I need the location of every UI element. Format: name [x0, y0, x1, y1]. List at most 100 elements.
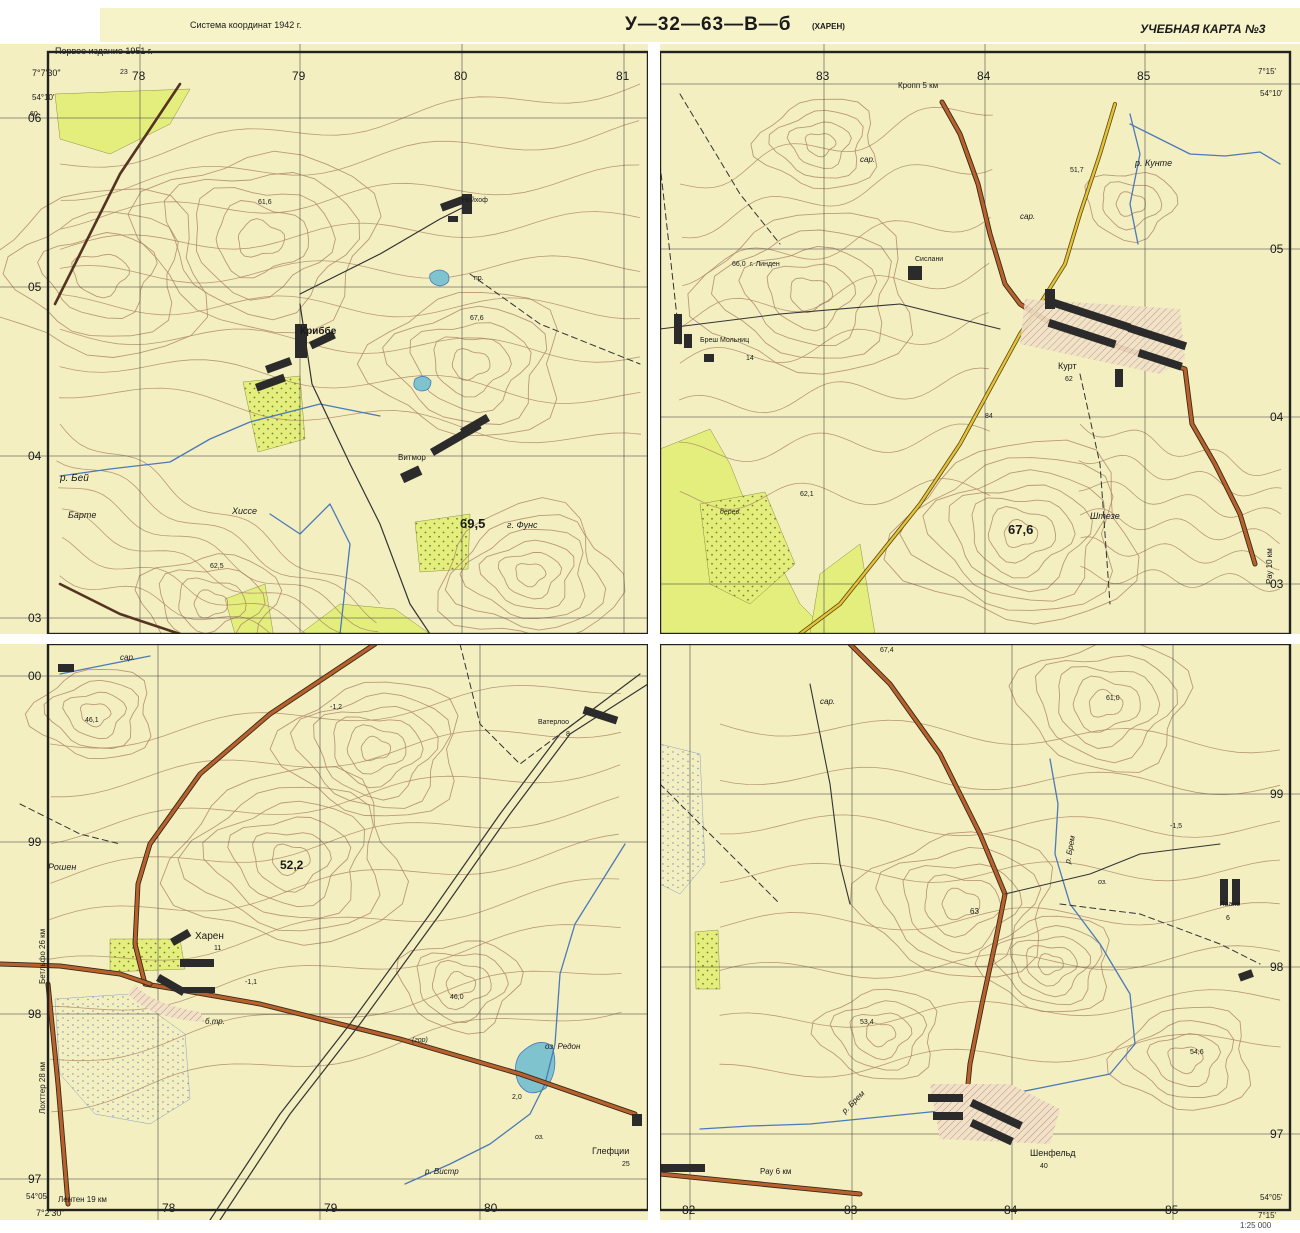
feature-label: сар.: [860, 155, 875, 164]
secondary-road: [798, 102, 1117, 634]
contour-line: [1037, 953, 1064, 976]
contour-line: [738, 245, 878, 347]
building-block: [1045, 289, 1055, 309]
contour-line: [49, 833, 619, 920]
grid-label-y: 03: [1270, 577, 1284, 591]
contour-line: [1079, 423, 1282, 477]
contour-line: [445, 970, 476, 997]
building-block: [170, 929, 192, 946]
feature-label: б.тр.: [205, 1017, 225, 1026]
contour-line: [49, 970, 622, 1062]
contour-line: [48, 924, 621, 1011]
feature-label: г. Линден: [750, 261, 780, 268]
settlement-kribbe: [254, 324, 336, 392]
contour-line: [829, 1000, 928, 1071]
building-block: [933, 1112, 963, 1120]
grid-label-y: 05: [28, 280, 42, 294]
contour-line: [71, 253, 130, 299]
forest-area: [109, 938, 186, 973]
map-frame: [46, 644, 648, 1212]
settlement-glefcii: [632, 1114, 642, 1126]
grid-label-y: 97: [1270, 1127, 1284, 1141]
dirt-road: [299, 303, 431, 634]
dirt-road: [1079, 373, 1111, 605]
grid-label-y: 03: [28, 611, 42, 625]
settlement-count: 25: [622, 1161, 630, 1168]
contour-line: [902, 863, 1023, 955]
contour-line: [687, 212, 914, 375]
contour-line: [51, 764, 621, 845]
contour-line: [1078, 454, 1282, 497]
contour-line: [48, 878, 620, 961]
contour-line: [1025, 945, 1078, 987]
building-block: [684, 334, 692, 348]
depth-mark: -1,2: [330, 704, 342, 711]
contour-line: [444, 514, 607, 631]
settlement-label: Витмор: [398, 453, 426, 462]
river-kunte: [1129, 123, 1281, 165]
elevation-label: 66,0: [732, 261, 746, 268]
building-block: [582, 706, 619, 725]
contour-line: [62, 536, 307, 634]
contour-line: [163, 172, 360, 321]
contour-line: [720, 859, 1280, 883]
contour-line: [1003, 518, 1039, 549]
contour-line: [974, 915, 1110, 1013]
stream: [269, 503, 351, 634]
settlement-label: Ватерлоо: [538, 719, 569, 726]
contour-line: [924, 874, 1002, 938]
grid-label-y: 97: [28, 1172, 42, 1186]
corner-latitude: 54°05': [26, 1192, 49, 1201]
contour-line: [1008, 644, 1194, 773]
contour-line: [1106, 1006, 1252, 1111]
contour-line: [193, 589, 229, 619]
settlement-label: Харен: [195, 931, 224, 942]
elevation-label: 67,6: [1008, 522, 1033, 537]
building-block: [399, 465, 423, 484]
corner-longitude: 7°15': [1258, 67, 1277, 76]
contour-line: [768, 109, 864, 179]
lake-label: оз. Редон: [545, 1042, 581, 1051]
building-block: [295, 324, 307, 358]
contour-line: [269, 681, 459, 817]
elevation-label: 62,1: [800, 491, 814, 498]
feature-label: Барте: [68, 510, 96, 520]
settlement-count: 6: [1226, 915, 1230, 922]
settlement-label: Шенфельд: [1030, 1148, 1076, 1158]
contour-line: [1115, 191, 1146, 217]
contour-line: [971, 497, 1076, 579]
settlement-label: Криббе: [300, 325, 337, 337]
settlement-sislani: [908, 266, 922, 280]
building-block: [309, 331, 336, 350]
feature-label: сар.: [1020, 212, 1035, 221]
contour-line: [1058, 666, 1161, 749]
settlement-label: Курт: [1058, 361, 1077, 371]
elevation-label: 63: [970, 907, 979, 916]
contour-line: [59, 255, 641, 284]
grid-label-y: 05: [1270, 242, 1284, 256]
settlement-vitmor: [399, 413, 490, 484]
dirt-road: [660, 303, 1001, 330]
sheet-name: (ХАРЕН): [812, 22, 845, 31]
contour-line: [678, 367, 990, 414]
contour-line: [37, 232, 158, 319]
map-frame: [660, 644, 1292, 1212]
settlement-label: Нойхоф: [462, 196, 488, 204]
contour-line: [289, 692, 452, 809]
feature-label: оз.: [1098, 879, 1107, 886]
grid-label-y: 00: [28, 669, 42, 683]
contour-line: [987, 506, 1056, 564]
building-block: [1220, 879, 1228, 905]
contour-line: [127, 150, 382, 334]
grid-label-x: 85: [1137, 69, 1151, 83]
dirt-road: [299, 203, 471, 295]
dirt-road: [209, 673, 641, 1220]
corner-longitude: 7°2'30": [36, 1208, 65, 1218]
elevation-label: 54,6: [1190, 1049, 1204, 1056]
elevation-label: 53,4: [860, 1019, 874, 1026]
settlement-west: [660, 1164, 705, 1172]
contour-line: [79, 703, 112, 728]
